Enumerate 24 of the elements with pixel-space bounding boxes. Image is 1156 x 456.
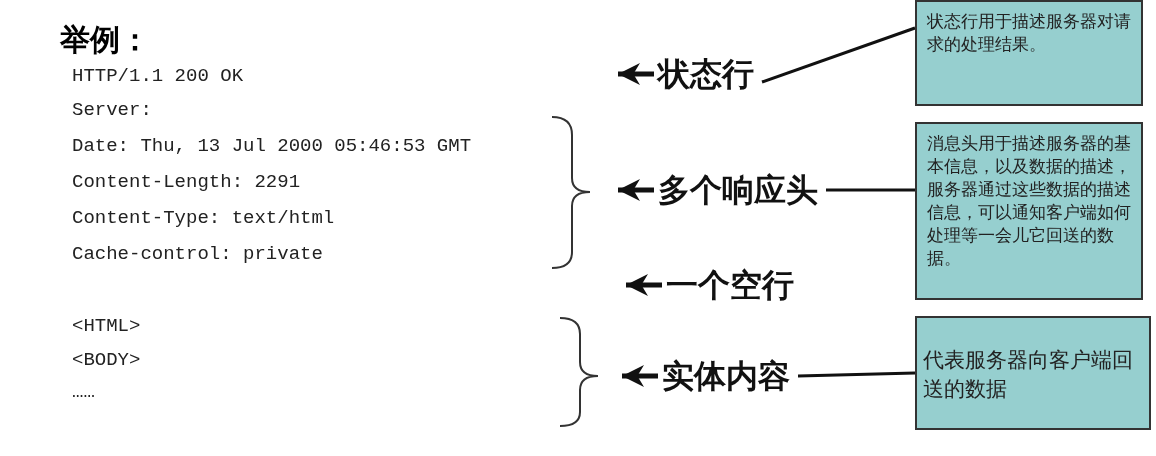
note-box: 代表服务器向客户端回送的数据 (915, 316, 1151, 430)
code-line: HTTP/1.1 200 OK (72, 64, 244, 88)
code-line: <HTML> (72, 314, 141, 338)
section-label: 状态行 (658, 54, 754, 94)
code-line: Content-Type: text/html (72, 206, 335, 230)
note-box: 状态行用于描述服务器对请求的处理结果。 (915, 0, 1143, 106)
code-line: <BODY> (72, 348, 141, 372)
section-label: 实体内容 (662, 356, 790, 396)
code-line: …… (72, 380, 95, 404)
section-label: 多个响应头 (658, 170, 818, 210)
arrow (618, 63, 654, 85)
connector-line (826, 188, 915, 192)
code-line: Date: Thu, 13 Jul 2000 05:46:53 GMT (72, 134, 472, 158)
code-line: Server: (72, 98, 152, 122)
arrow (626, 274, 662, 296)
arrow (622, 365, 658, 387)
section-label: 一个空行 (666, 265, 794, 305)
note-box: 消息头用于描述服务器的基本信息，以及数据的描述，服务器通过这些数据的描述信息，可以通知客户端如何处理等一会儿它回送的数据。 (915, 122, 1143, 300)
heading: 举例： (60, 21, 150, 59)
arrow (618, 179, 654, 201)
code-line: Cache-control: private (72, 242, 323, 266)
connector-line (761, 26, 916, 84)
code-line: Content-Length: 2291 (72, 170, 301, 194)
connector-line (797, 371, 916, 378)
